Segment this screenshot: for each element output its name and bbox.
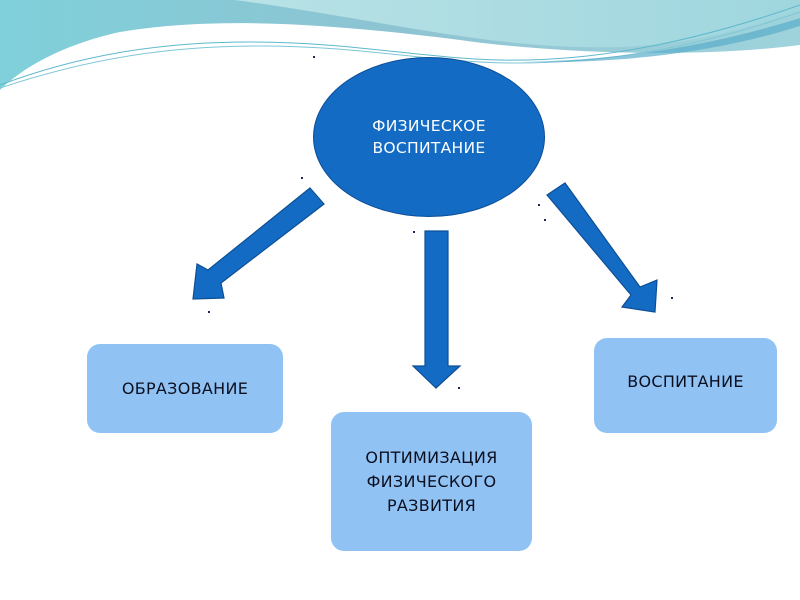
center-node-physical-education: ФИЗИЧЕСКОЕ ВОСПИТАНИЕ <box>313 57 545 217</box>
node-education: ОБРАЗОВАНИЕ <box>87 344 283 433</box>
node-education-label: ОБРАЗОВАНИЕ <box>121 378 249 398</box>
center-node-label: ФИЗИЧЕСКОЕ ВОСПИТАНИЕ <box>372 117 486 157</box>
dot-marker <box>458 387 460 389</box>
dot-marker <box>544 219 546 221</box>
dot-marker <box>538 204 540 206</box>
dot-marker <box>413 231 415 233</box>
wave-line-3 <box>520 18 800 63</box>
dot-marker <box>313 56 315 58</box>
wave-line-1 <box>0 4 800 86</box>
wave-line-2 <box>0 11 800 89</box>
node-physical-development-optimization: ОПТИМИЗАЦИЯ ФИЗИЧЕСКОГО РАЗВИТИЯ <box>331 412 532 551</box>
node-optimization-label: ОПТИМИЗАЦИЯ ФИЗИЧЕСКОГО РАЗВИТИЯ <box>365 447 498 515</box>
arrow-left <box>192 187 325 300</box>
wave-band-light <box>235 0 800 48</box>
dot-marker <box>671 297 673 299</box>
node-upbringing-label: ВОСПИТАНИЕ <box>627 371 744 391</box>
dot-marker <box>208 311 210 313</box>
dot-marker <box>301 177 303 179</box>
arrow-right <box>546 182 658 313</box>
arrow-center <box>411 230 462 389</box>
node-upbringing: ВОСПИТАНИЕ <box>594 338 777 433</box>
